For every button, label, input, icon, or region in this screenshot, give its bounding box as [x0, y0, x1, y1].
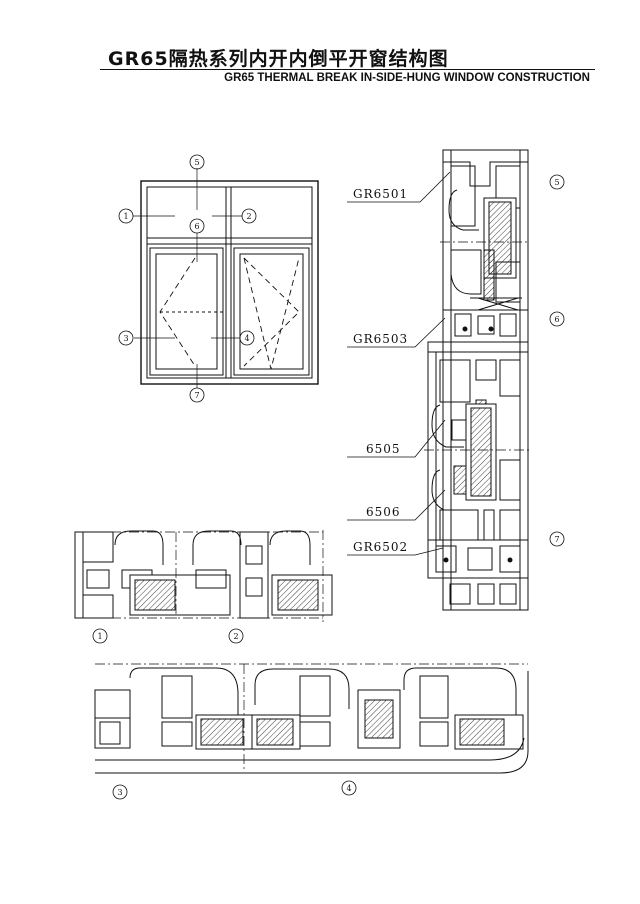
section-callout-6: 6 [554, 315, 559, 324]
elevation-callout-4: 4 [244, 334, 249, 343]
horizontal-section-bottom [94, 663, 529, 800]
vertical-section [424, 149, 530, 611]
vertical-section-leaders [347, 171, 565, 556]
vertical-section-callout-labels: 5 6 7 [554, 178, 559, 544]
horizontal-section-top [74, 530, 333, 644]
elevation-callout-2: 2 [246, 212, 251, 221]
title-rule [100, 69, 595, 70]
hsection-callout-2: 2 [233, 632, 238, 641]
elevation-callout-labels: 5 1 2 6 3 4 7 [123, 158, 251, 400]
elevation-callout-5: 5 [194, 158, 199, 167]
section-callout-5: 5 [554, 178, 559, 187]
elevation-callout-3: 3 [123, 334, 128, 343]
window-elevation [118, 154, 319, 403]
profile-label-6506: 6506 [366, 505, 401, 519]
elevation-callout-1: 1 [123, 212, 128, 221]
title-english: GR65 THERMAL BREAK IN-SIDE-HUNG WINDOW C… [224, 72, 590, 84]
elevation-callout-6: 6 [194, 222, 199, 231]
title-chinese: GR65隔热系列内开内倒平开窗结构图 [108, 48, 449, 70]
profile-labels: GR6501 GR6503 6505 6506 GR6502 [353, 187, 408, 554]
profile-label-6505: 6505 [366, 442, 401, 456]
hsection-callout-1: 1 [97, 632, 102, 641]
hsection-callout-4: 4 [346, 784, 351, 793]
profile-label-gr6502: GR6502 [353, 540, 408, 554]
profile-label-gr6503: GR6503 [353, 332, 408, 346]
horizontal-section-top-callouts: 1 2 [97, 632, 238, 641]
elevation-callout-7: 7 [194, 391, 199, 400]
hsection-callout-3: 3 [117, 788, 122, 797]
profile-label-gr6501: GR6501 [353, 187, 408, 201]
horizontal-section-bottom-callouts: 3 4 [117, 784, 351, 797]
section-callout-7: 7 [554, 535, 559, 544]
